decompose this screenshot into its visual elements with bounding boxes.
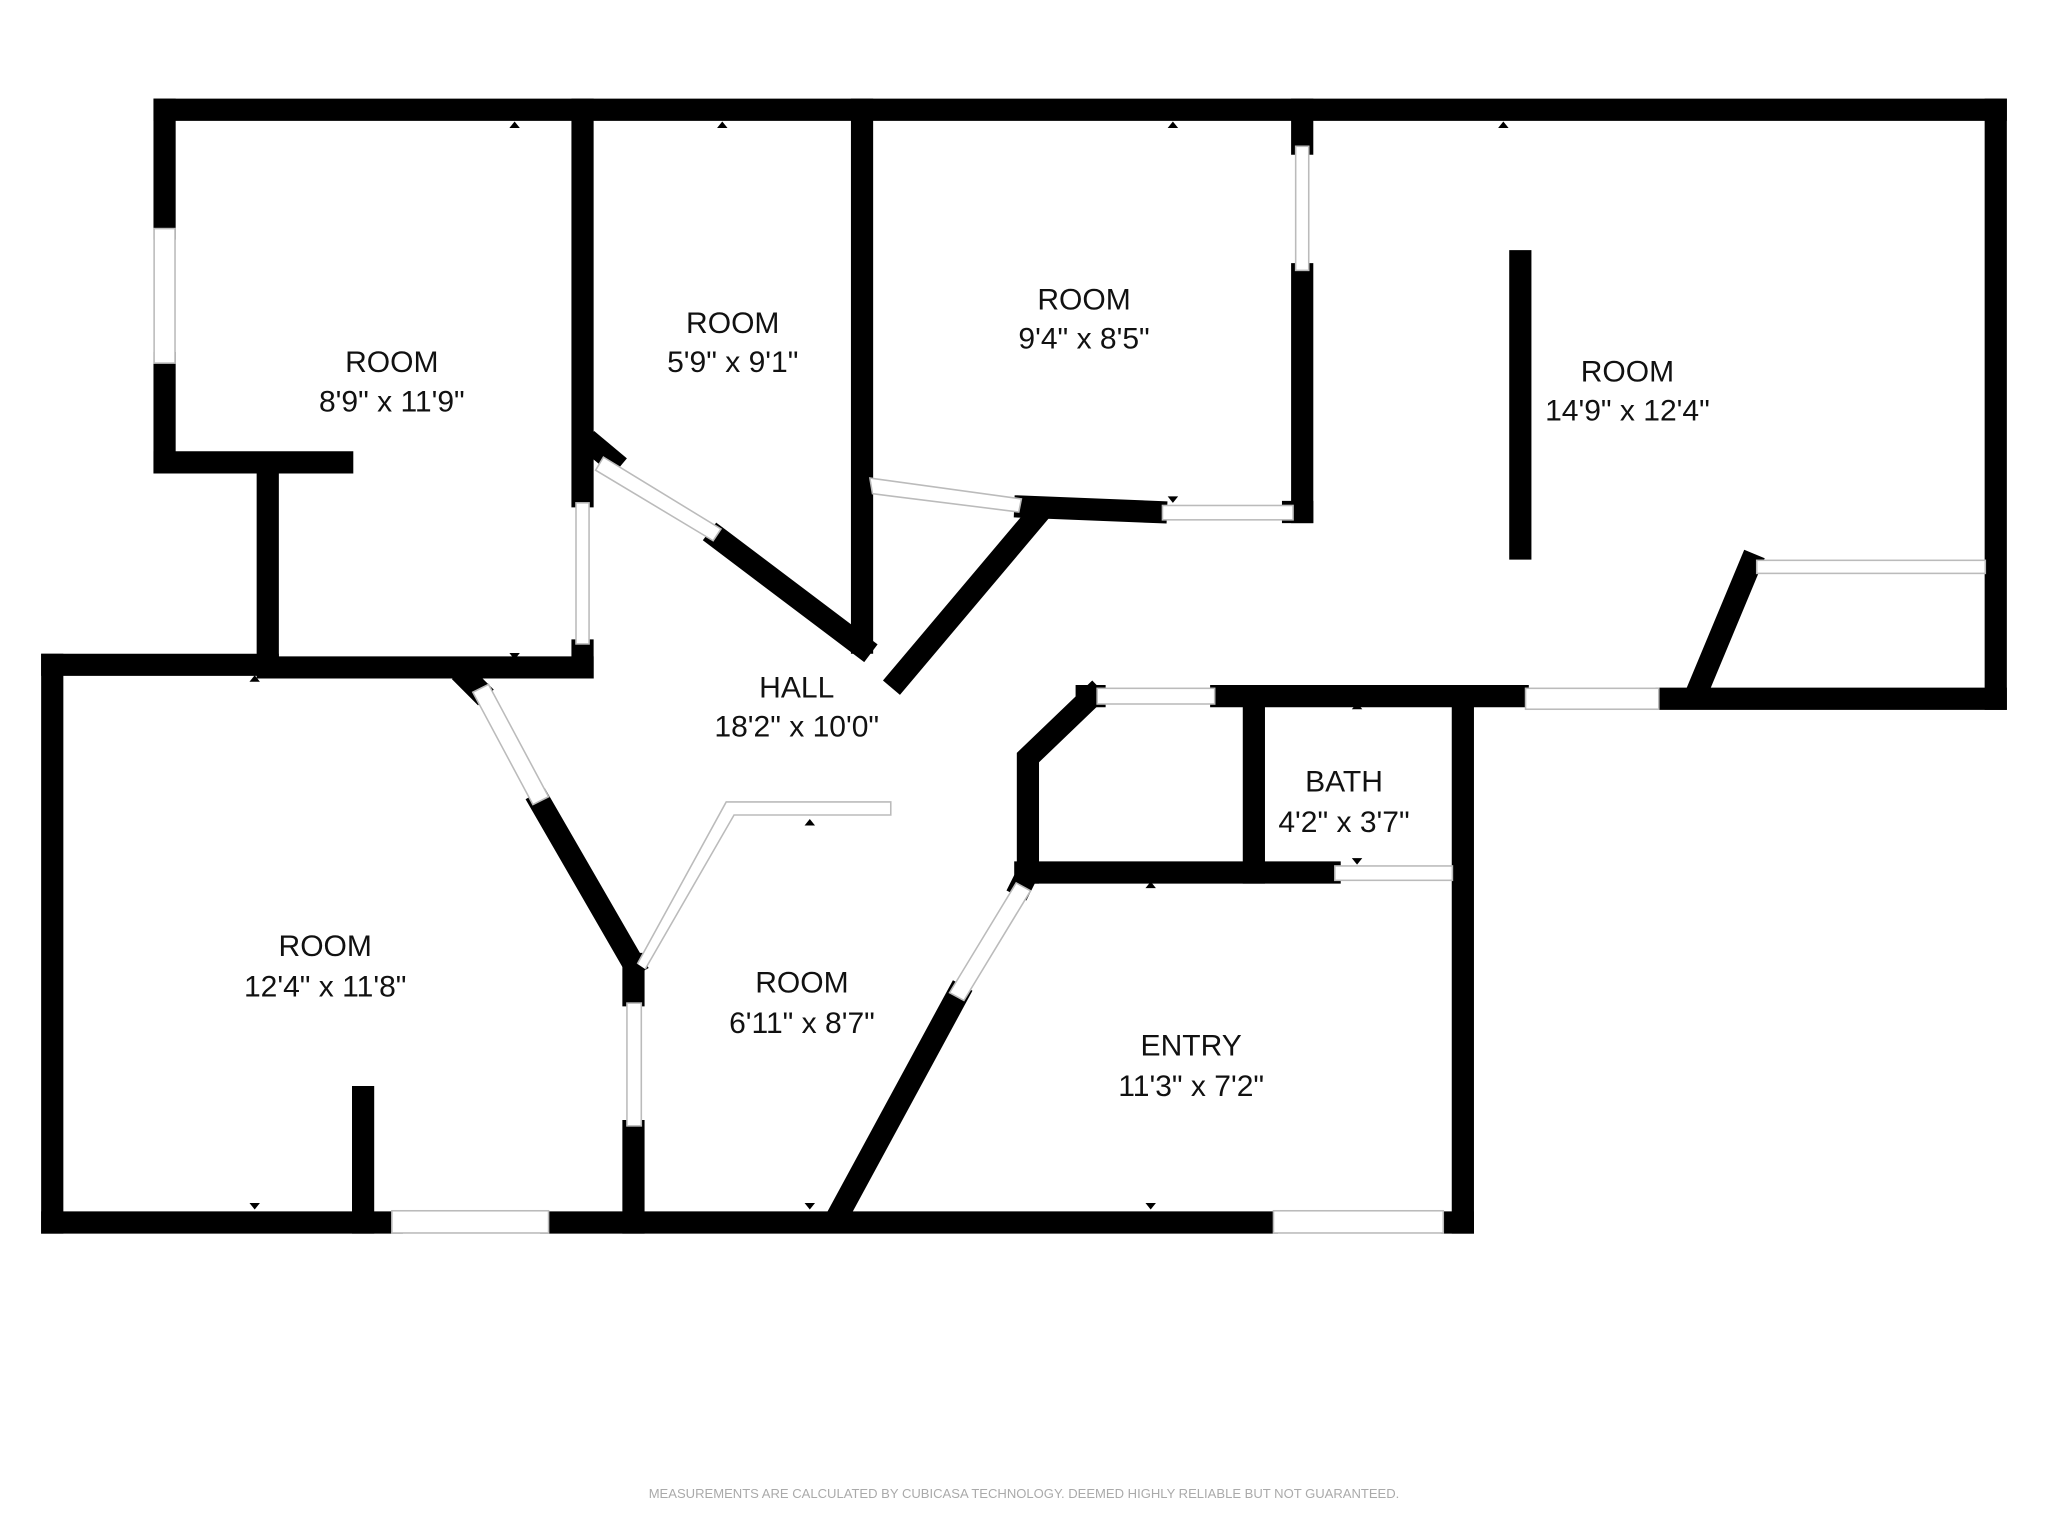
room-name: BATH (1305, 766, 1383, 799)
walls (41, 98, 2007, 1234)
room-label-5: ROOM 12'4" x 11'8" (244, 930, 406, 1003)
room-size: 4'2" x 3'7" (1278, 806, 1409, 839)
hall-label: HALL 18'2" x 10'0" (714, 671, 879, 743)
room-name: ROOM (1581, 355, 1674, 388)
disclaimer: MEASUREMENTS ARE CALCULATED BY CUBICASA … (649, 1486, 1400, 1501)
room-label-6: ROOM 6'11" x 8'7" (729, 967, 875, 1040)
room-size: 9'4" x 8'5" (1018, 323, 1149, 356)
room-name: HALL (759, 671, 834, 704)
entry-label: ENTRY 11'3" x 7'2" (1118, 1029, 1264, 1102)
room-label-3: ROOM 9'4" x 8'5" (1018, 284, 1149, 356)
dimension-markers (249, 121, 1509, 1210)
room-label-2: ROOM 5'9" x 9'1" (667, 307, 798, 379)
room-name: ROOM (279, 930, 372, 963)
room-size: 14'9" x 12'4" (1545, 395, 1710, 428)
room-size: 5'9" x 9'1" (667, 346, 798, 379)
room-name: ROOM (345, 346, 438, 379)
bath-label: BATH 4'2" x 3'7" (1278, 766, 1409, 839)
room-label-4: ROOM 14'9" x 12'4" (1545, 355, 1710, 427)
room-name: ROOM (1037, 284, 1130, 317)
room-name: ROOM (755, 967, 848, 1000)
room-size: 18'2" x 10'0" (714, 711, 879, 744)
room-size: 12'4" x 11'8" (244, 971, 406, 1004)
room-size: 8'9" x 11'9" (319, 385, 465, 418)
room-size: 6'11" x 8'7" (729, 1007, 875, 1040)
room-name: ENTRY (1141, 1029, 1242, 1062)
room-label-1: ROOM 8'9" x 11'9" (319, 346, 465, 418)
room-name: ROOM (686, 307, 779, 340)
windows-and-doors (153, 145, 1987, 1234)
room-size: 11'3" x 7'2" (1118, 1070, 1264, 1103)
